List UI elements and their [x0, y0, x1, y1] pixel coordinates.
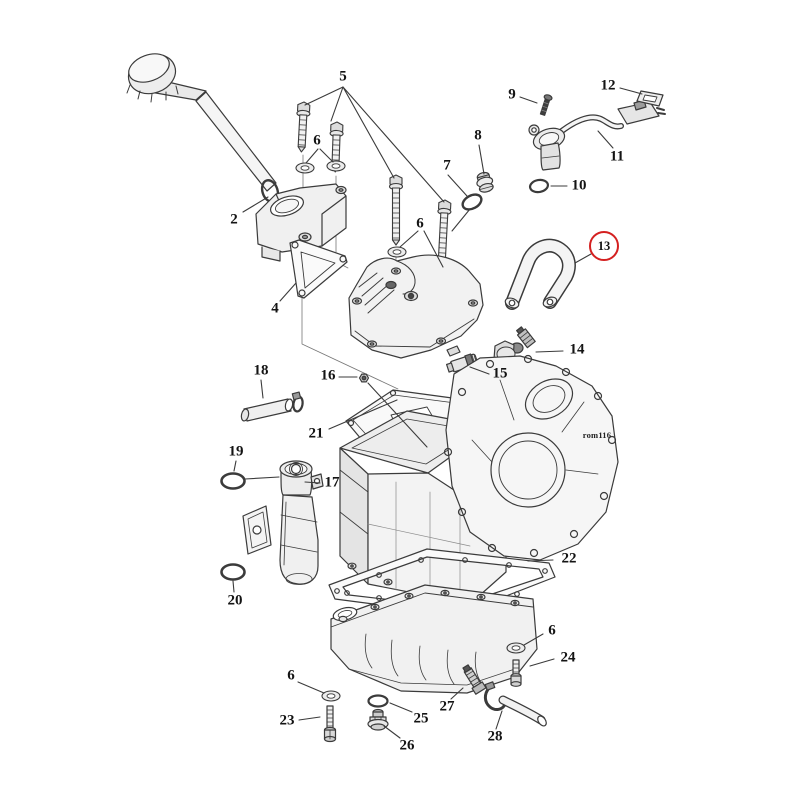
callout-2: 2 — [230, 211, 238, 228]
leader-lines — [232, 86, 643, 739]
dipstick — [126, 53, 277, 192]
callout-25: 25 — [413, 710, 429, 727]
figure-code: rom116 — [582, 430, 612, 440]
callout-8: 8 — [474, 127, 482, 144]
gasket-4 — [289, 239, 348, 299]
oring-20 — [220, 563, 246, 581]
oring-7 — [461, 193, 483, 211]
bolt-23 — [323, 705, 337, 743]
callout-22: 22 — [561, 550, 577, 567]
clamp-hose-28 — [483, 681, 547, 727]
oring-19 — [220, 472, 246, 490]
callout-21: 21 — [308, 425, 324, 442]
callout-26: 26 — [399, 737, 415, 754]
callout-6: 6 — [548, 622, 556, 639]
hose-18 — [240, 391, 304, 422]
hose-13 — [504, 238, 576, 310]
callout-6: 6 — [416, 215, 424, 232]
callout-27: 27 — [439, 698, 455, 715]
callout-18: 18 — [253, 362, 269, 379]
callout-14: 14 — [569, 341, 585, 358]
callout-9: 9 — [508, 86, 516, 103]
oil-filler-17 — [242, 460, 324, 585]
callout-13-circled: 13 — [589, 231, 619, 261]
callout-11: 11 — [609, 148, 625, 165]
sensor-11 — [528, 99, 666, 171]
callout-17: 17 — [324, 474, 340, 491]
callout-15: 15 — [492, 365, 508, 382]
callout-7: 7 — [443, 157, 451, 174]
callout-19: 19 — [228, 443, 244, 460]
top-cover — [348, 254, 484, 359]
washer-6-bottom-left — [321, 690, 341, 702]
callout-20: 20 — [227, 592, 243, 609]
nut-16 — [358, 373, 370, 383]
dipstick-tube-bracket — [255, 183, 347, 262]
callout-12: 12 — [600, 77, 616, 94]
washer-6-bottom-right — [506, 642, 526, 654]
callout-6: 6 — [313, 132, 321, 149]
callout-23: 23 — [279, 712, 295, 729]
callout-4: 4 — [271, 300, 279, 317]
callout-28: 28 — [487, 728, 503, 745]
screw-9 — [539, 94, 553, 116]
bolt-24 — [510, 659, 522, 687]
connector-clip-12 — [636, 90, 664, 107]
callout-16: 16 — [320, 367, 336, 384]
fitting-8 — [476, 171, 494, 193]
oring-10 — [528, 178, 550, 194]
callout-6: 6 — [287, 667, 295, 684]
fitting-27 — [462, 664, 487, 695]
callout-5: 5 — [339, 68, 347, 85]
oring-25 — [367, 694, 389, 708]
callout-10: 10 — [571, 177, 587, 194]
callout-24: 24 — [560, 649, 576, 666]
